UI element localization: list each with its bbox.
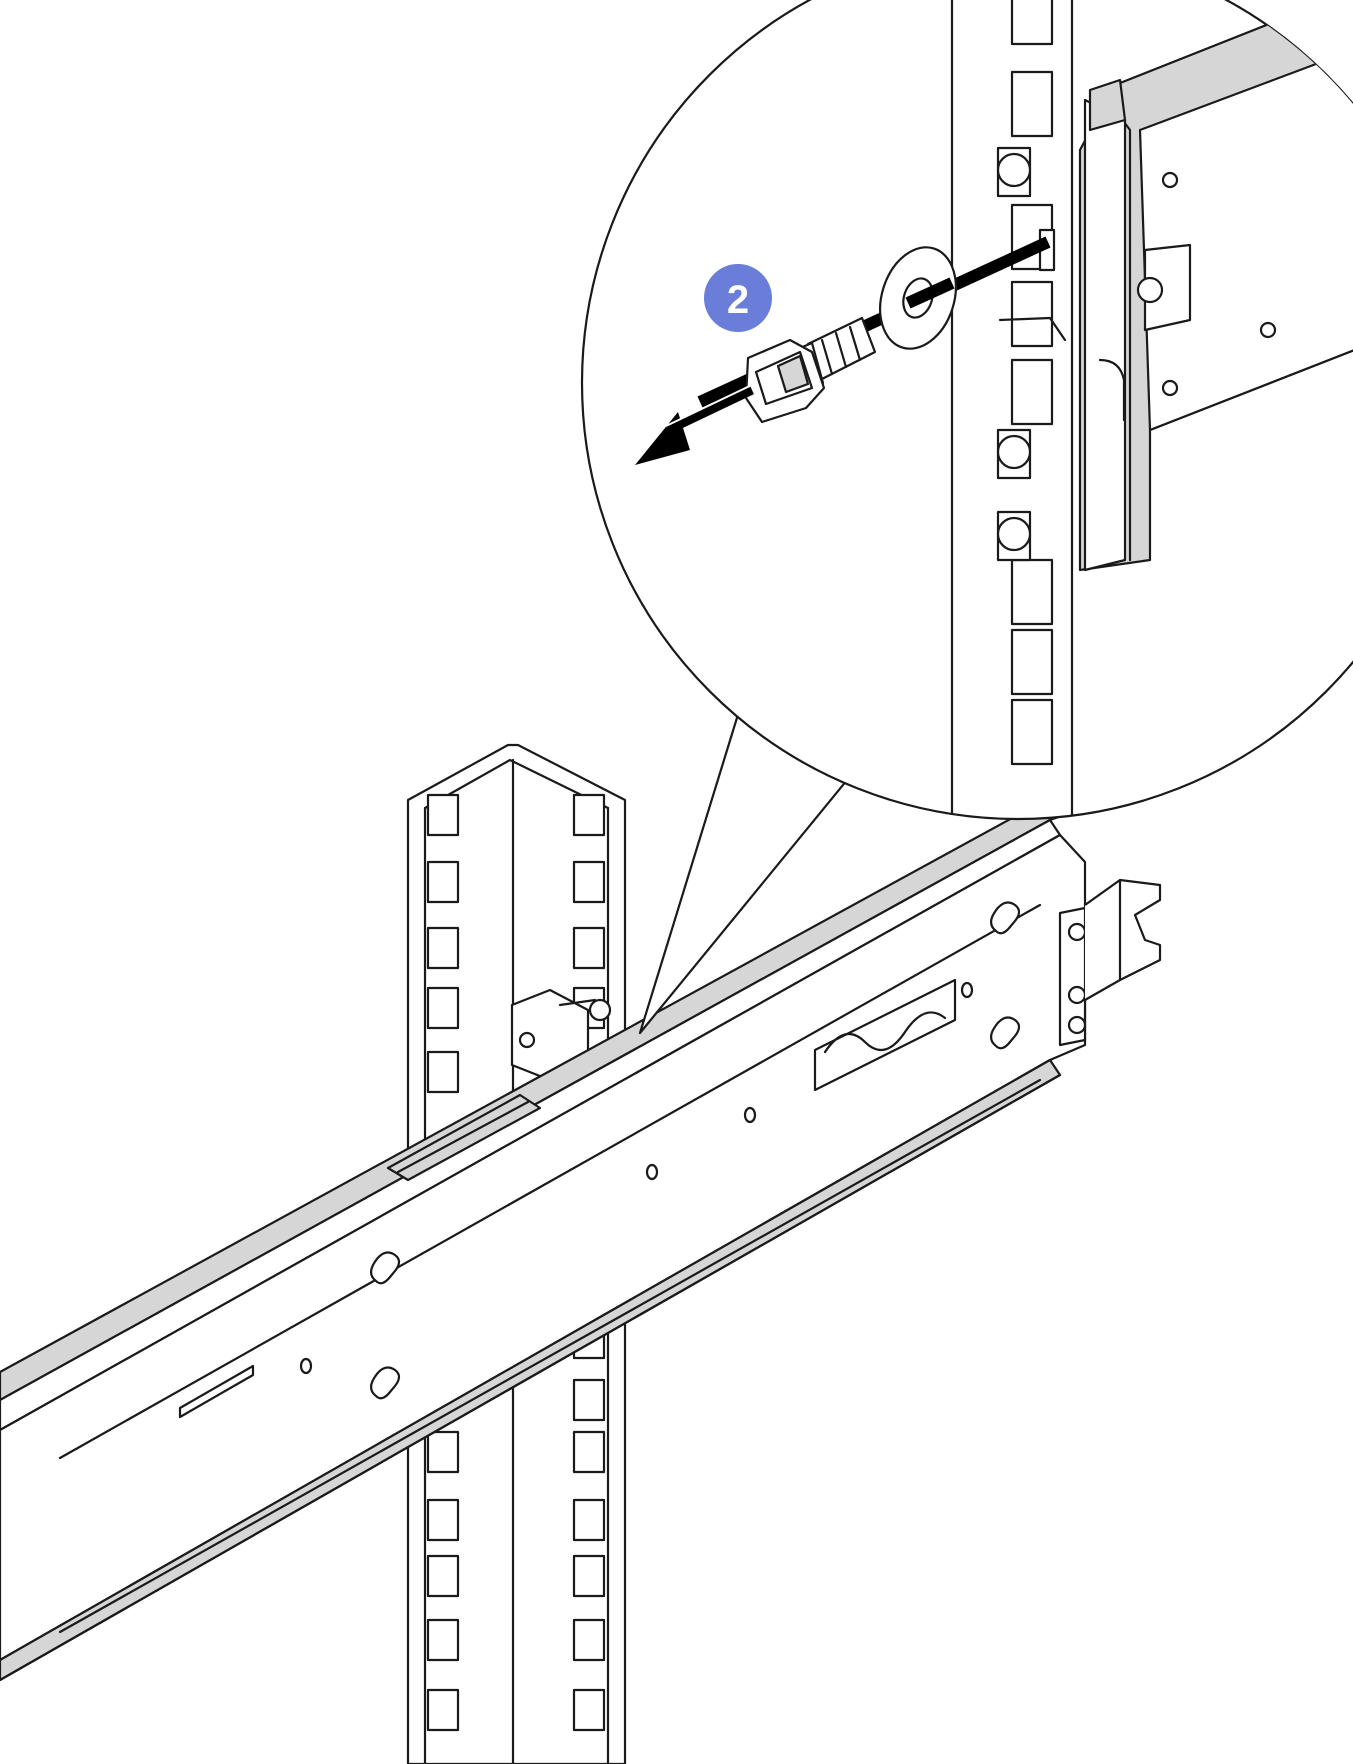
step-number: 2 [727,278,749,322]
step-badge-circle [704,264,772,332]
step-badge: 2 [704,264,772,332]
zoom-callout: 2 [581,0,1353,1035]
rail-bracket [510,988,612,1082]
removal-direction-arrow-icon [635,382,757,465]
zoom-studs [996,146,1032,562]
zoom-rail [998,0,1353,572]
slide-rail [0,794,1162,1682]
rack-screw [744,316,877,424]
rack-post-holes-left [426,793,460,1732]
